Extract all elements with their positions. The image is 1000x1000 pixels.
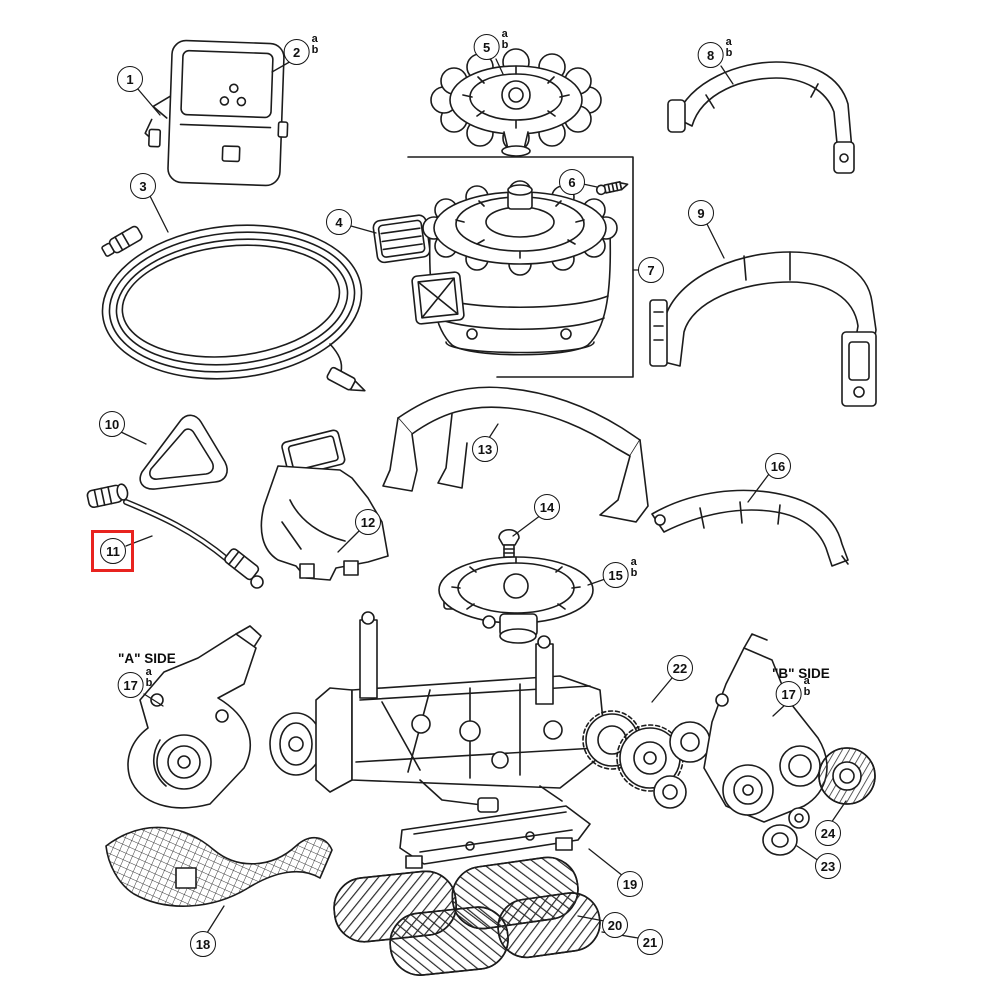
callout-number[interactable]: 20: [602, 912, 628, 938]
callout-number[interactable]: 15: [602, 562, 629, 588]
callout-4[interactable]: 4: [326, 209, 352, 235]
callout-18[interactable]: 18: [190, 931, 216, 957]
callout-number[interactable]: 7: [638, 257, 664, 283]
callout-number[interactable]: 13: [472, 436, 498, 462]
callout-number[interactable]: 18: [190, 931, 216, 957]
callout-number[interactable]: 24: [815, 820, 841, 846]
callout-6[interactable]: 6: [559, 169, 585, 195]
callout-9[interactable]: 9: [688, 200, 714, 226]
part-10-triangle-grip: [140, 415, 227, 489]
callout-number[interactable]: 1: [117, 66, 143, 92]
callout-7[interactable]: 7: [638, 257, 664, 283]
part-7-motor-assembly: [408, 157, 633, 377]
callout-16[interactable]: 16: [765, 453, 791, 479]
callout-number[interactable]: 10: [99, 411, 125, 437]
part-11-swivel-cable: [86, 483, 263, 588]
part-19-bottom-rail: [400, 806, 590, 868]
callout-number[interactable]: 17: [117, 672, 144, 698]
callout-number[interactable]: 19: [617, 871, 643, 897]
callout-11[interactable]: 11: [91, 530, 134, 572]
part-17a-side-plate-a: [128, 626, 261, 808]
part-12-body-panel: [261, 429, 388, 580]
callout-number[interactable]: 21: [637, 929, 663, 955]
callout-13[interactable]: 13: [472, 436, 498, 462]
a-side-label: "A" SIDE: [118, 651, 176, 666]
part-18-mesh-screen: [106, 827, 332, 906]
callout-14[interactable]: 14: [534, 494, 560, 520]
callout-number[interactable]: 9: [688, 200, 714, 226]
part-8-top-handle: [668, 62, 854, 173]
callout-number[interactable]: 17: [775, 681, 802, 707]
callout-12[interactable]: 12: [355, 509, 381, 535]
callout-20[interactable]: 20: [602, 912, 628, 938]
part-6-screw: [596, 180, 629, 195]
part-1-power-supply: [144, 39, 291, 186]
callout-number[interactable]: 12: [355, 509, 381, 535]
part-15-impeller-bottom: [439, 557, 593, 643]
part-14-bolt: [499, 530, 519, 557]
callout-21[interactable]: 21: [637, 929, 663, 955]
part-9-lower-frame: [650, 252, 876, 406]
callout-23[interactable]: 23: [815, 853, 841, 879]
callout-number[interactable]: 4: [326, 209, 352, 235]
callout-number[interactable]: 23: [815, 853, 841, 879]
part-3-floating-cable: [95, 213, 369, 397]
callout-number[interactable]: 8: [697, 42, 724, 68]
part-22-gear-cluster: [583, 711, 710, 808]
b-side-label: "B" SIDE: [772, 666, 830, 681]
callout-number[interactable]: 2: [283, 39, 310, 65]
callout-22[interactable]: 22: [667, 655, 693, 681]
callout-number[interactable]: 16: [765, 453, 791, 479]
callout-number[interactable]: 14: [534, 494, 560, 520]
part-17b-side-plate-b: [704, 634, 827, 822]
part-chassis-assembly: [270, 612, 606, 812]
part-23-hub-set: [763, 808, 809, 855]
callout-19[interactable]: 19: [617, 871, 643, 897]
callout-number[interactable]: 6: [559, 169, 585, 195]
part-16-side-arm: [652, 490, 848, 566]
part-24-roller-wheel: [819, 748, 875, 804]
part-5-turbine-top: [431, 49, 601, 156]
part-21-brush-rear: [387, 889, 603, 978]
callout-number[interactable]: 3: [130, 173, 156, 199]
callout-number[interactable]: 5: [473, 34, 500, 60]
part-13-top-frame-bar: [383, 387, 648, 522]
part-4-grille-insert: [372, 214, 430, 263]
callout-number[interactable]: 22: [667, 655, 693, 681]
callout-10[interactable]: 10: [99, 411, 125, 437]
callout-24[interactable]: 24: [815, 820, 841, 846]
callout-3[interactable]: 3: [130, 173, 156, 199]
callout-number[interactable]: 11: [100, 538, 126, 564]
callout-1[interactable]: 1: [117, 66, 143, 92]
